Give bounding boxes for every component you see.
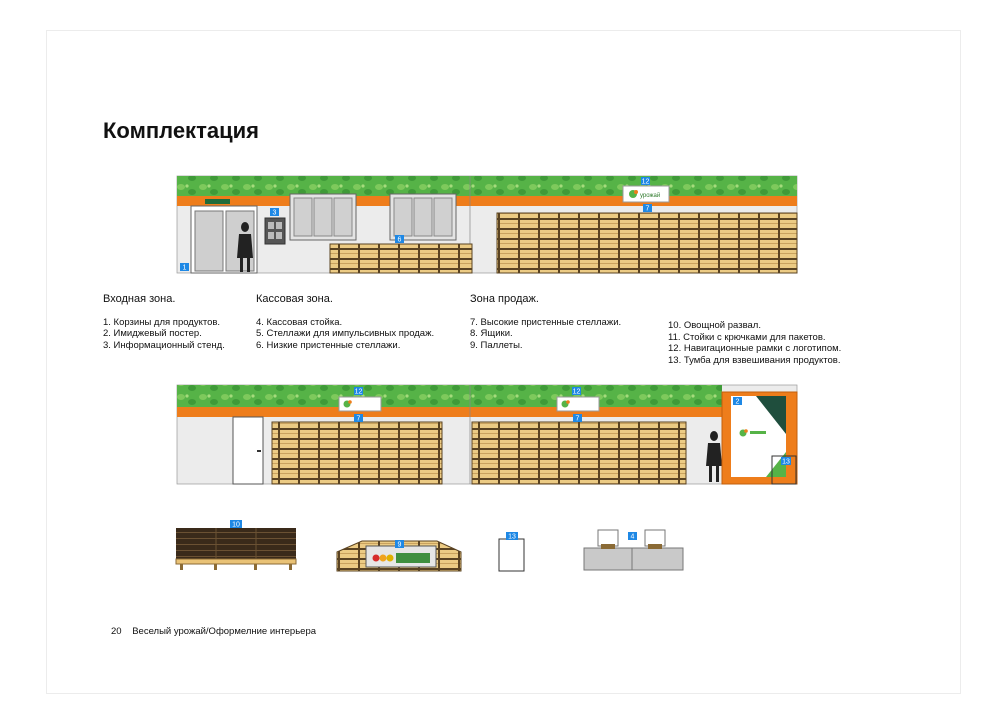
entrance-elevation: урожай — [176, 175, 798, 274]
checkout-counter — [583, 529, 684, 571]
list-item: 7. Высокие пристенные стеллажи. — [470, 316, 622, 328]
list-item: 3. Информационный стенд. — [103, 339, 225, 351]
list-item: 1. Корзины для продуктов. — [103, 316, 221, 328]
marker-10: 10 — [232, 522, 240, 529]
zone-heading: Кассовая зона. — [256, 293, 333, 305]
zone-checkout: Кассовая зона. 4. Кассовая стойка. 5. Ст… — [256, 293, 435, 351]
vegetable-stand — [175, 528, 297, 570]
marker-6: 6 — [398, 237, 402, 244]
page-frame — [46, 30, 961, 694]
number-markers: 1 3 6 12 7 12 7 12 7 2 13 10 9 13 4 — [180, 177, 791, 549]
pallet-display — [336, 540, 462, 572]
marker-13-front: 13 — [508, 534, 516, 541]
marker-4: 4 — [631, 534, 635, 541]
marker-3: 3 — [273, 210, 277, 217]
list-item: 8. Ящики. — [470, 328, 513, 339]
sales-elevation — [176, 384, 798, 485]
zone-heading: Зона продаж. — [470, 293, 539, 305]
marker-13: 13 — [782, 459, 790, 466]
marker-7-left: 7 — [357, 416, 361, 423]
list-item: 6. Низкие пристенные стеллажи. — [256, 339, 401, 351]
zone-sales-continued: 10. Овощной развал. 11. Стойки с крючкам… — [668, 320, 841, 366]
list-item: 9. Паллеты. — [470, 339, 523, 351]
footer-text: Веселый урожай/Оформелние интерьера — [132, 626, 317, 637]
marker-9: 9 — [398, 542, 402, 549]
zone-entrance: Входная зона. 1. Корзины для продуктов. … — [103, 293, 225, 351]
list-item: 5. Стеллажи для импульсивных продаж. — [256, 328, 435, 339]
marker-12-right: 12 — [573, 389, 581, 396]
logo-text: урожай — [640, 192, 660, 199]
page-footer: 20 Веселый урожай/Оформелние интерьера — [111, 626, 324, 637]
zone-heading: Входная зона. — [103, 293, 176, 305]
zone-sales: Зона продаж. 7. Высокие пристенные стелл… — [470, 293, 622, 351]
page-title: Комплектация — [103, 118, 259, 143]
list-item: 10. Овощной развал. — [668, 320, 761, 331]
marker-1: 1 — [183, 265, 187, 272]
weighing-pedestal-front — [498, 538, 525, 572]
marker-12-left: 12 — [355, 389, 363, 396]
marker-7-top: 7 — [646, 206, 650, 213]
list-item: 2. Имиджевый постер. — [103, 328, 202, 339]
list-item: 11. Стойки с крючками для пакетов. — [668, 331, 826, 343]
page-number: 20 — [111, 626, 122, 637]
list-item: 4. Кассовая стойка. — [256, 316, 343, 328]
marker-12-top: 12 — [642, 179, 650, 186]
list-item: 12. Навигационные рамки с логотипом. — [668, 343, 842, 354]
list-item: 13. Тумба для взвешивания продуктов. — [668, 354, 841, 366]
marker-7-right: 7 — [576, 416, 580, 423]
marker-2: 2 — [736, 399, 740, 406]
